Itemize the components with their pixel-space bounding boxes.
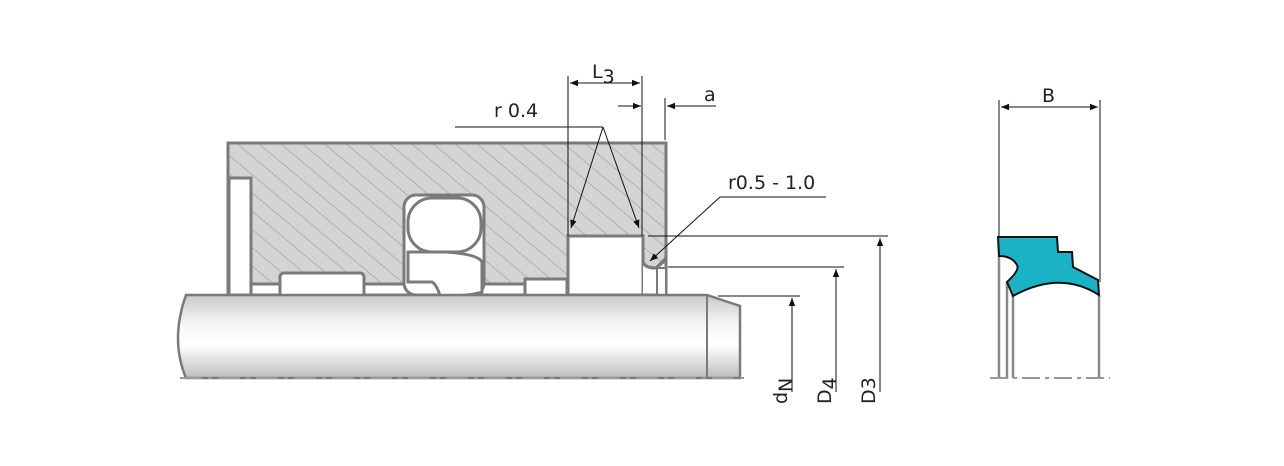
dimension-B (998, 100, 1101, 282)
label-a: a (704, 84, 716, 106)
guide-ring-1 (278, 271, 366, 299)
seal-profile (990, 236, 1110, 379)
label-D3: D3 (858, 377, 880, 404)
seal-groove (566, 234, 645, 297)
leader-r04 (455, 126, 640, 229)
label-r05-10: r0.5 - 1.0 (728, 172, 815, 194)
shaft (176, 293, 742, 380)
label-L3: L3 (592, 61, 615, 88)
dimension-a (618, 98, 716, 140)
label-B: B (1042, 85, 1055, 107)
housing (226, 141, 668, 299)
seal-cross-section (996, 236, 1101, 298)
leader-r05-10 (649, 196, 826, 262)
label-r04: r 0.4 (494, 100, 538, 122)
dimension-diameters (648, 235, 888, 392)
label-D4: D4 (814, 377, 841, 404)
housing-left-slot (227, 176, 253, 297)
oring (406, 196, 483, 254)
label-dN: dN (770, 378, 797, 404)
dimension-L3 (567, 76, 643, 236)
